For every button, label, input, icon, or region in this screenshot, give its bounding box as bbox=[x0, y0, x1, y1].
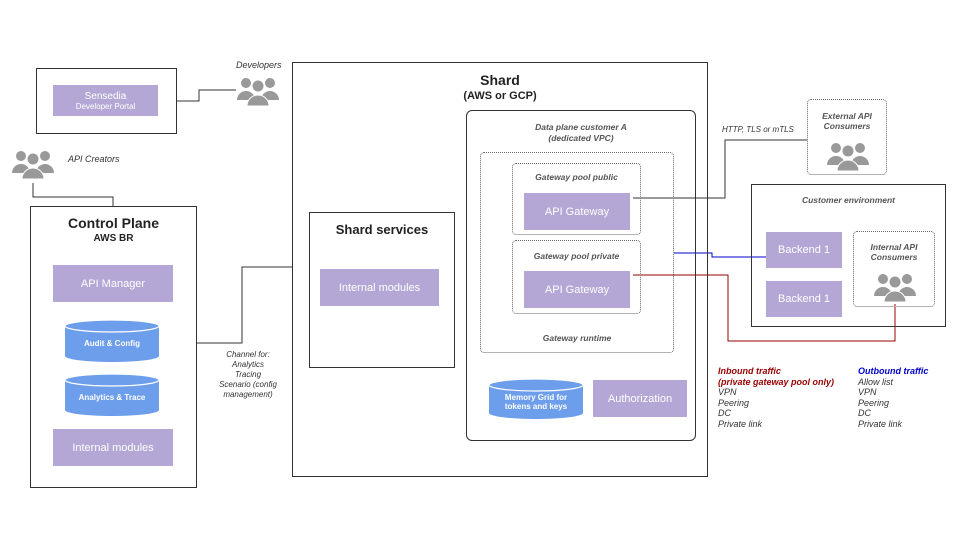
external-consumers-label: External API Consumers bbox=[807, 111, 887, 131]
audit-config-label: Audit & Config bbox=[84, 339, 140, 348]
inbound-item: Private link bbox=[718, 418, 763, 429]
control-plane-subtitle: AWS BR bbox=[93, 233, 134, 244]
api-creators-icon bbox=[12, 151, 54, 180]
protocols-label: HTTP, TLS or mTLS bbox=[722, 125, 794, 134]
channel-line5: management) bbox=[223, 390, 273, 399]
internal-consumers-line1: Internal API bbox=[870, 242, 918, 252]
outbound-line bbox=[674, 252, 766, 258]
authorization-box[interactable]: Authorization bbox=[593, 380, 687, 417]
gateway-runtime-frame bbox=[480, 152, 674, 353]
developers-icon bbox=[237, 78, 279, 107]
channel-line3: Tracing bbox=[234, 370, 262, 379]
gateway-pool-public-label: Gateway pool public bbox=[535, 172, 618, 182]
outbound-title: Outbound traffic bbox=[858, 366, 929, 376]
channel-line2: Analytics bbox=[231, 360, 264, 369]
gateway-pool-private-frame bbox=[512, 240, 641, 314]
api-manager-box[interactable]: API Manager bbox=[53, 265, 173, 302]
outbound-item: Allow list bbox=[858, 376, 894, 387]
audit-config-db[interactable]: Audit & Config bbox=[64, 319, 160, 363]
inbound-title2: (private gateway pool only) bbox=[718, 376, 835, 387]
public-gateway-external-connector bbox=[633, 139, 807, 199]
shard-frame bbox=[292, 62, 708, 477]
developer-portal-box[interactable]: Sensedia Developer Portal bbox=[53, 85, 158, 116]
data-plane-frame bbox=[466, 110, 696, 441]
outbound-item: Private link bbox=[858, 418, 903, 429]
channel-line1: Channel for: bbox=[226, 350, 270, 359]
internal-consumers-label: Internal API Consumers bbox=[853, 242, 935, 262]
gateway-pool-public-frame bbox=[512, 163, 641, 235]
shard-services-frame bbox=[309, 212, 455, 368]
portal-line2: Developer Portal bbox=[75, 101, 136, 111]
control-plane-title: Control Plane bbox=[67, 215, 159, 231]
memory-grid-line2: tokens and keys bbox=[504, 402, 568, 411]
shard-subtitle: (AWS or GCP) bbox=[463, 90, 537, 102]
internal-consumers-frame bbox=[853, 231, 935, 307]
inbound-item: Peering bbox=[718, 397, 750, 408]
inbound-item: VPN bbox=[718, 387, 737, 397]
channel-label: Channel for: Analytics Tracing Scenario … bbox=[202, 350, 294, 400]
internal-consumers-line2: Consumers bbox=[870, 252, 918, 262]
gateway-pool-private-label: Gateway pool private bbox=[533, 251, 620, 261]
memory-grid-line1: Memory Grid for bbox=[504, 393, 568, 402]
backend-1-box[interactable]: Backend 1 bbox=[766, 232, 842, 268]
portal-developers-connector bbox=[177, 89, 236, 102]
api-gateway-public-box[interactable]: API Gateway bbox=[524, 193, 630, 230]
customer-environment-frame bbox=[751, 184, 946, 327]
control-internal-modules-box[interactable]: Internal modules bbox=[53, 429, 173, 466]
outbound-traffic-legend: Outbound traffic Allow list VPN Peering … bbox=[858, 366, 928, 429]
shard-services-title: Shard services bbox=[335, 222, 429, 237]
outbound-item: DC bbox=[858, 408, 871, 418]
outbound-item: VPN bbox=[858, 387, 877, 397]
inbound-traffic-legend: Inbound traffic (private gateway pool on… bbox=[718, 366, 834, 429]
control-plane-frame bbox=[30, 206, 197, 488]
developer-portal-frame bbox=[36, 68, 177, 134]
analytics-trace-db[interactable]: Analytics & Trace bbox=[64, 373, 160, 417]
external-consumers-line1: External API bbox=[822, 111, 872, 121]
inbound-item: DC bbox=[718, 408, 731, 418]
memory-grid-db[interactable]: Memory Grid for tokens and keys bbox=[488, 378, 584, 420]
gateway-runtime-label: Gateway runtime bbox=[542, 333, 612, 343]
outbound-item: Peering bbox=[858, 397, 890, 408]
memory-grid-label: Memory Grid for tokens and keys bbox=[488, 393, 584, 411]
data-plane-line1: Data plane customer A bbox=[535, 122, 627, 132]
portal-line1: Sensedia bbox=[84, 90, 127, 102]
control-shard-connector bbox=[197, 266, 292, 344]
developers-label: Developers bbox=[236, 60, 282, 70]
inbound-line bbox=[633, 274, 896, 342]
external-consumers-icon bbox=[827, 143, 869, 172]
customer-environment-title: Customer environment bbox=[801, 195, 896, 205]
data-plane-line2: (dedicated VPC) bbox=[548, 133, 614, 143]
api-gateway-private-box[interactable]: API Gateway bbox=[524, 271, 630, 308]
shard-internal-modules-box[interactable]: Internal modules bbox=[320, 269, 439, 306]
internal-consumers-icon bbox=[874, 274, 916, 303]
backend-2-box[interactable]: Backend 1 bbox=[766, 281, 842, 317]
shard-title: Shard bbox=[480, 72, 520, 88]
channel-line4: Scenario (config bbox=[219, 380, 277, 389]
api-creators-label: API Creators bbox=[68, 154, 120, 164]
external-consumers-frame bbox=[807, 99, 887, 175]
external-consumers-line2: Consumers bbox=[823, 121, 871, 131]
inbound-title1: Inbound traffic bbox=[718, 366, 781, 376]
data-plane-label: Data plane customer A (dedicated VPC) bbox=[466, 122, 696, 144]
creators-control-plane-connector bbox=[32, 183, 114, 206]
analytics-trace-label: Analytics & Trace bbox=[78, 393, 146, 402]
